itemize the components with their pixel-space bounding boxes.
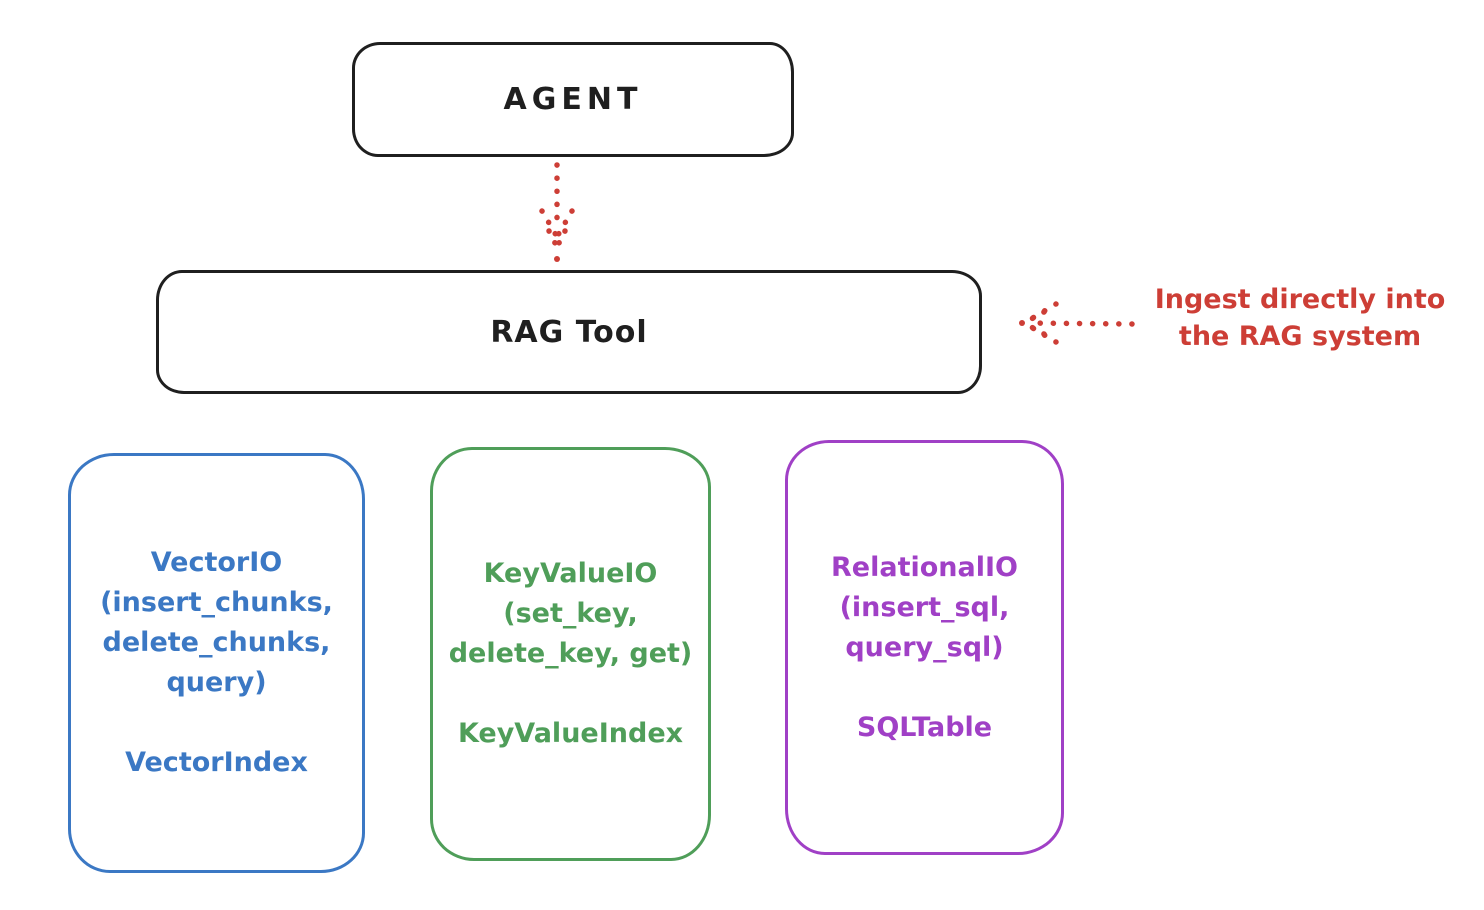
annotation-ingest-note: Ingest directly into the RAG system (1154, 284, 1446, 352)
rag-tool-node-label: RAG Tool (490, 314, 648, 350)
rag-tool-node: RAG Tool (156, 270, 982, 394)
dotted-arrow-left-icon (1019, 301, 1135, 345)
vector-io-api-text: VectorIO (insert_chunks, delete_chunks, … (100, 547, 333, 698)
relational-io-node: RelationalIO (insert_sql, query_sql) SQL… (785, 440, 1064, 855)
key-value-io-node: KeyValueIO (set_key, delete_key, get) Ke… (430, 447, 711, 861)
vector-index-label: VectorIndex (125, 747, 308, 778)
dotted-arrow-down-icon (539, 162, 575, 262)
key-value-index-label: KeyValueIndex (457, 718, 684, 749)
agent-node-label: AGENT (503, 82, 643, 117)
vector-io-node: VectorIO (insert_chunks, delete_chunks, … (68, 453, 365, 873)
key-value-io-api-text: KeyValueIO (set_key, delete_key, get) (448, 558, 693, 669)
relational-io-api-text: RelationalIO (insert_sql, query_sql) (831, 551, 1018, 663)
agent-node: AGENT (352, 42, 794, 157)
sql-table-label: SQLTable (856, 711, 993, 743)
